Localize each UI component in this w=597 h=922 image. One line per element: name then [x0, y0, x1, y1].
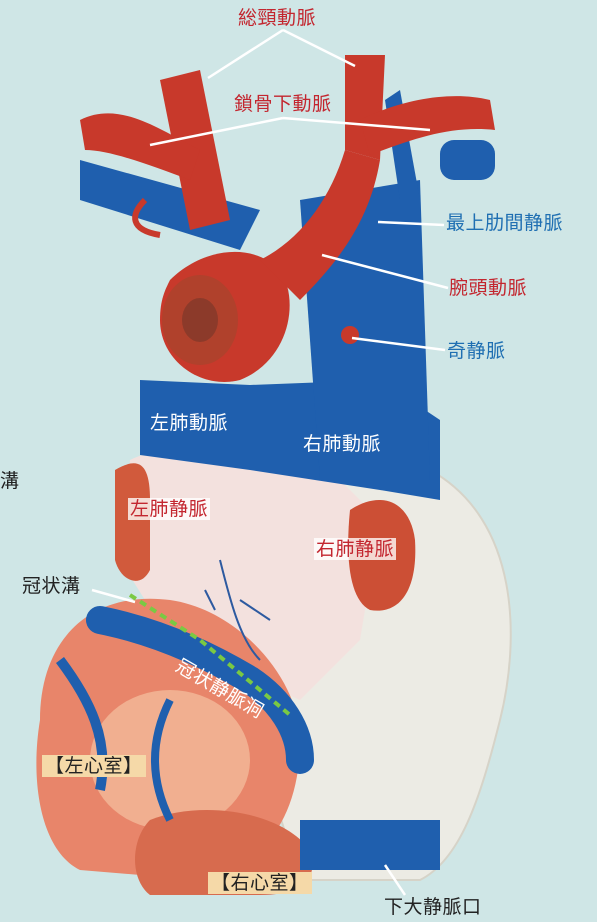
ivc-band: [300, 820, 440, 870]
label-subclavian: 鎖骨下動脈: [234, 93, 332, 115]
label-brachiocephalic: 腕頭動脈: [449, 277, 527, 299]
label-right-pulmonary-artery: 右肺動脈: [303, 433, 381, 455]
label-right-ventricle: 【右心室】: [208, 872, 312, 894]
label-supreme-intercostal-vein: 最上肋間静脈: [446, 212, 563, 234]
aorta-lumen: [182, 298, 218, 342]
label-ivc-orifice: 下大静脈口: [384, 896, 482, 918]
label-left-ventricle: 【左心室】: [42, 755, 146, 777]
label-azygos: 奇静脈: [447, 340, 506, 362]
label-coronary-sulcus: 冠状溝: [22, 575, 81, 597]
left-brachiocephalic-vein: [80, 160, 260, 250]
label-left-pulmonary-artery: 左肺動脈: [150, 412, 228, 434]
leader-common-carotid: [208, 30, 355, 78]
label-right-pulmonary-vein: 右肺静脈: [314, 538, 396, 560]
label-edge-fragment: 溝: [0, 470, 20, 492]
vein-stub: [440, 140, 495, 180]
azygos-opening: [341, 326, 359, 344]
label-common-carotid: 総頸動脈: [238, 7, 316, 29]
label-left-pulmonary-vein: 左肺静脈: [128, 498, 210, 520]
leader-coronary-sulcus: [92, 590, 135, 602]
left-pulmonary-vein-shape: [115, 463, 150, 581]
